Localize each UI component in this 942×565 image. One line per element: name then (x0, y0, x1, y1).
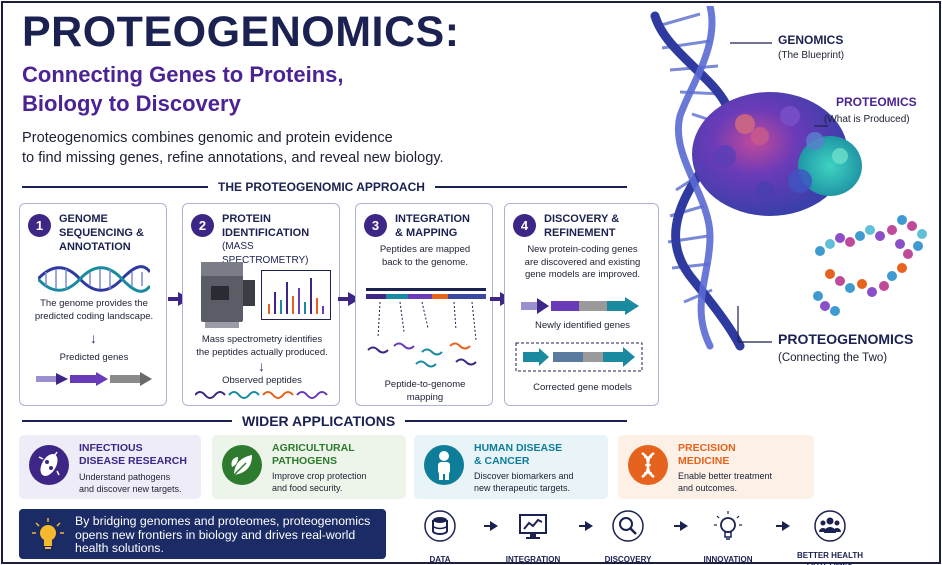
app-description: Understand pathogens and discover new ta… (79, 472, 182, 494)
page-subtitle: Connecting Genes to Proteins, Biology to… (22, 60, 442, 118)
step-title: PROTEIN IDENTIFICATION (MASS SPECTROMETR… (222, 213, 310, 266)
subtitle-line-1: Connecting Genes to Proteins, (22, 62, 344, 87)
dna-icon (628, 445, 668, 485)
summary-banner: By bridging genomes and proteomes, prote… (19, 509, 386, 559)
flow-label: DATA (429, 555, 451, 564)
peptide-chain-3 (825, 263, 907, 297)
app-title: INFECTIOUS DISEASE RESEARCH (79, 442, 187, 467)
chart-monitor-icon (519, 514, 547, 539)
step-number: 2 (191, 214, 214, 237)
step-caption: Newly identified genes (534, 320, 631, 331)
step-description: Mass spectrometry identifies the peptide… (196, 334, 328, 358)
flow-step-integration: INTEGRATION (493, 510, 573, 565)
app-description: Discover biomarkers and new therapeutic … (474, 471, 574, 493)
peptide-waves-icon (195, 391, 328, 399)
corrected-gene-blocks-icon (515, 342, 643, 372)
app-title: HUMAN DISEASE & CANCER (474, 442, 563, 467)
intro-line-1: Proteogenomics combines genomic and prot… (22, 130, 393, 146)
app-card-infectious: INFECTIOUS DISEASE RESEARCH Understand p… (19, 435, 201, 499)
flow-arrow-icon (776, 521, 790, 531)
step-caption-2: Corrected gene models (533, 382, 632, 393)
step-number: 4 (513, 214, 536, 237)
genomics-label: GENOMICS (778, 33, 844, 47)
step-title: GENOME SEQUENCING & ANNOTATION (59, 213, 144, 253)
step-card-protein: 2 PROTEIN IDENTIFICATION (MASS SPECTROME… (182, 203, 340, 406)
step-caption: Observed peptides (222, 375, 302, 386)
applications-heading: WIDER APPLICATIONS (22, 413, 627, 429)
step-number: 3 (364, 214, 387, 237)
flow-label: BETTER HEALTH OUTCOMES (796, 551, 864, 565)
dna-protein-illustration (650, 6, 927, 351)
heading-rule-left (22, 186, 208, 188)
step-description: New protein-coding genes are discovered … (524, 244, 641, 280)
spectrum-plot-icon (261, 270, 331, 320)
step-title: DISCOVERY & REFINEMENT (544, 213, 620, 239)
microbe-icon (29, 445, 69, 485)
flow-arrow-icon (484, 521, 498, 531)
down-arrow-icon: ↓ (258, 358, 265, 374)
app-title: AGRICULTURAL PATHOGENS (272, 442, 355, 467)
banner-text: By bridging genomes and proteomes, prote… (75, 514, 371, 555)
app-description: Improve crop protection and food securit… (272, 471, 367, 493)
step-card-genome: 1 GENOME SEQUENCING & ANNOTATION The gen… (19, 203, 167, 406)
proteomics-sublabel: (What is Produced) (824, 114, 910, 125)
flow-step-discovery: DISCOVERY (588, 510, 668, 565)
mass-spectrometer-icon (201, 262, 255, 328)
flow-step-better-health: BETTER HEALTH OUTCOMES (790, 510, 870, 565)
step-description: The genome provides the predicted coding… (34, 298, 154, 322)
flow-label: DISCOVERY (604, 555, 652, 564)
app-card-agricultural: AGRICULTURAL PATHOGENS Improve crop prot… (212, 435, 406, 499)
dna-helix-icon (38, 265, 150, 293)
new-gene-blocks-icon (521, 297, 639, 315)
heading-rule-right (405, 420, 627, 422)
intro-text: Proteogenomics combines genomic and prot… (22, 128, 492, 168)
step-card-integration: 3 INTEGRATION & MAPPING Peptides are map… (355, 203, 493, 406)
people-group-icon (814, 510, 846, 542)
idea-bulb-icon (714, 511, 742, 540)
peptide-chain-2 (895, 221, 927, 259)
person-icon (424, 445, 464, 485)
step-card-discovery: 4 DISCOVERY & REFINEMENT New protein-cod… (504, 203, 659, 406)
flow-arrow-icon (579, 521, 593, 531)
peptide-chain-1 (815, 215, 907, 256)
app-card-precision-medicine: PRECISION MEDICINE Enable better treatme… (618, 435, 814, 499)
step-caption: Predicted genes (59, 352, 129, 363)
flow-label: INTEGRATION (505, 555, 561, 564)
down-arrow-icon: ↓ (90, 330, 97, 346)
peptide-chain-4 (813, 291, 840, 316)
step-title: INTEGRATION & MAPPING (395, 213, 470, 239)
approach-heading: THE PROTEOGENOMIC APPROACH (22, 180, 627, 194)
genomics-sublabel: (The Blueprint) (778, 50, 845, 61)
database-icon (424, 510, 456, 542)
step-description: Peptides are mapped back to the genome. (379, 244, 471, 268)
step-number: 1 (28, 214, 51, 237)
app-title: PRECISION MEDICINE (678, 442, 736, 467)
heading-rule-right (434, 186, 627, 188)
proteogenomics-sublabel: (Connecting the Two) (778, 352, 888, 364)
flow-label: INNOVATION (703, 555, 753, 564)
proteogenomics-label: PROTEOGENOMICS (778, 331, 914, 347)
flow-step-data: DATA (400, 510, 480, 565)
magnifier-icon (612, 510, 644, 542)
flow-step-innovation: INNOVATION (688, 510, 768, 565)
page-title: PROTEOGENOMICS: (22, 8, 460, 56)
flow-arrow-icon (674, 521, 688, 531)
lightbulb-icon (32, 518, 64, 549)
step-caption: Peptide-to-genome mapping (384, 379, 466, 403)
genome-mapping-icon (366, 288, 486, 368)
dna-strand-2 (674, 6, 716, 350)
heading-rule-left (22, 420, 232, 422)
app-card-human-disease: HUMAN DISEASE & CANCER Discover biomarke… (414, 435, 608, 499)
proteomics-label: PROTEOMICS (836, 95, 917, 109)
leaf-icon (222, 445, 262, 485)
subtitle-line-2: Biology to Discovery (22, 91, 241, 116)
gene-blocks-icon (36, 372, 152, 386)
app-description: Enable better treatment and outcomes. (678, 471, 773, 493)
protein-structure (692, 92, 862, 216)
intro-line-2: to find missing genes, refine annotation… (22, 150, 444, 166)
